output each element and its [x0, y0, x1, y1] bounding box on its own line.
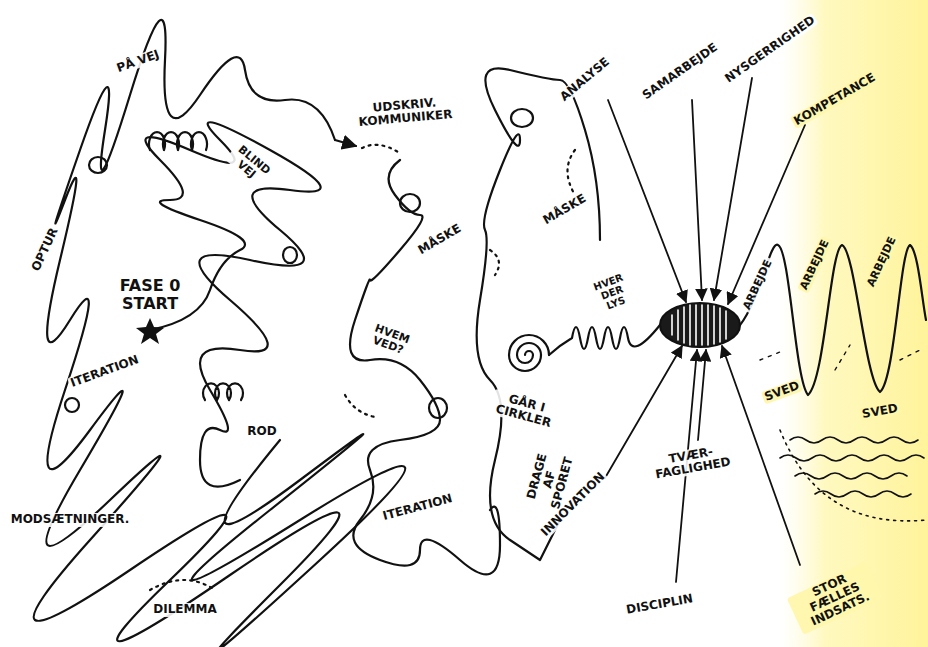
coil — [149, 132, 207, 150]
sketch-label: ITERATION — [67, 353, 142, 391]
transfer-arrow — [335, 140, 356, 146]
water-wave — [780, 455, 924, 461]
sketch-label: ROD — [245, 425, 278, 438]
wiggle — [549, 325, 660, 355]
sketch-label: MÅSKE — [414, 221, 465, 258]
dotted-gap — [362, 145, 398, 152]
hatched-core — [660, 303, 740, 347]
loop — [283, 247, 297, 263]
coil — [203, 383, 243, 400]
loop — [65, 398, 79, 412]
sketch-label: DISCIPLIN — [624, 592, 697, 617]
loop — [429, 398, 447, 418]
outer-path — [34, 20, 406, 647]
middle-path — [350, 160, 500, 574]
water-wave — [790, 437, 918, 443]
sketch-label: HVEM VED? — [363, 320, 416, 359]
sketch-label: DILEMMA — [151, 603, 218, 616]
dotted-gap — [150, 580, 215, 590]
sketch-label: TVÆR- FAGLIGHED — [648, 442, 735, 483]
input-arrow — [692, 100, 702, 300]
dotted-gap — [490, 250, 499, 275]
input-arrow — [698, 350, 706, 440]
sketch-label: UDSKRIV. KOMMUNIKER — [352, 94, 458, 129]
sketch-label: MODSÆTNINGER. — [9, 513, 132, 526]
sketch-label: MÅSKE — [539, 191, 590, 228]
start-star — [136, 318, 164, 344]
sketch-label: ITERATION — [380, 492, 456, 524]
loop — [511, 109, 533, 127]
sketch-label: ANALYSE — [556, 54, 613, 105]
water-wave — [795, 473, 907, 479]
water-wave — [815, 491, 911, 497]
yellow-band — [780, 0, 928, 647]
sketch-label: GÅR I CIRKLER — [489, 388, 562, 431]
sketch-label: FASE 0 START — [112, 277, 188, 312]
sketch-label: HVER DER LYS — [586, 269, 639, 315]
loop — [89, 157, 107, 173]
dotted-gap — [568, 150, 576, 195]
loop — [400, 194, 420, 212]
work-peaks — [740, 245, 926, 395]
input-arrow — [714, 78, 752, 300]
hatching — [672, 305, 726, 345]
dotted-gap — [345, 395, 375, 417]
water-basin — [780, 430, 926, 521]
spiral — [509, 335, 549, 371]
sketch-label: OPTUR — [28, 224, 61, 275]
sweat-marks — [760, 345, 920, 370]
sketch-label: SAMARBEJDE — [638, 40, 721, 104]
